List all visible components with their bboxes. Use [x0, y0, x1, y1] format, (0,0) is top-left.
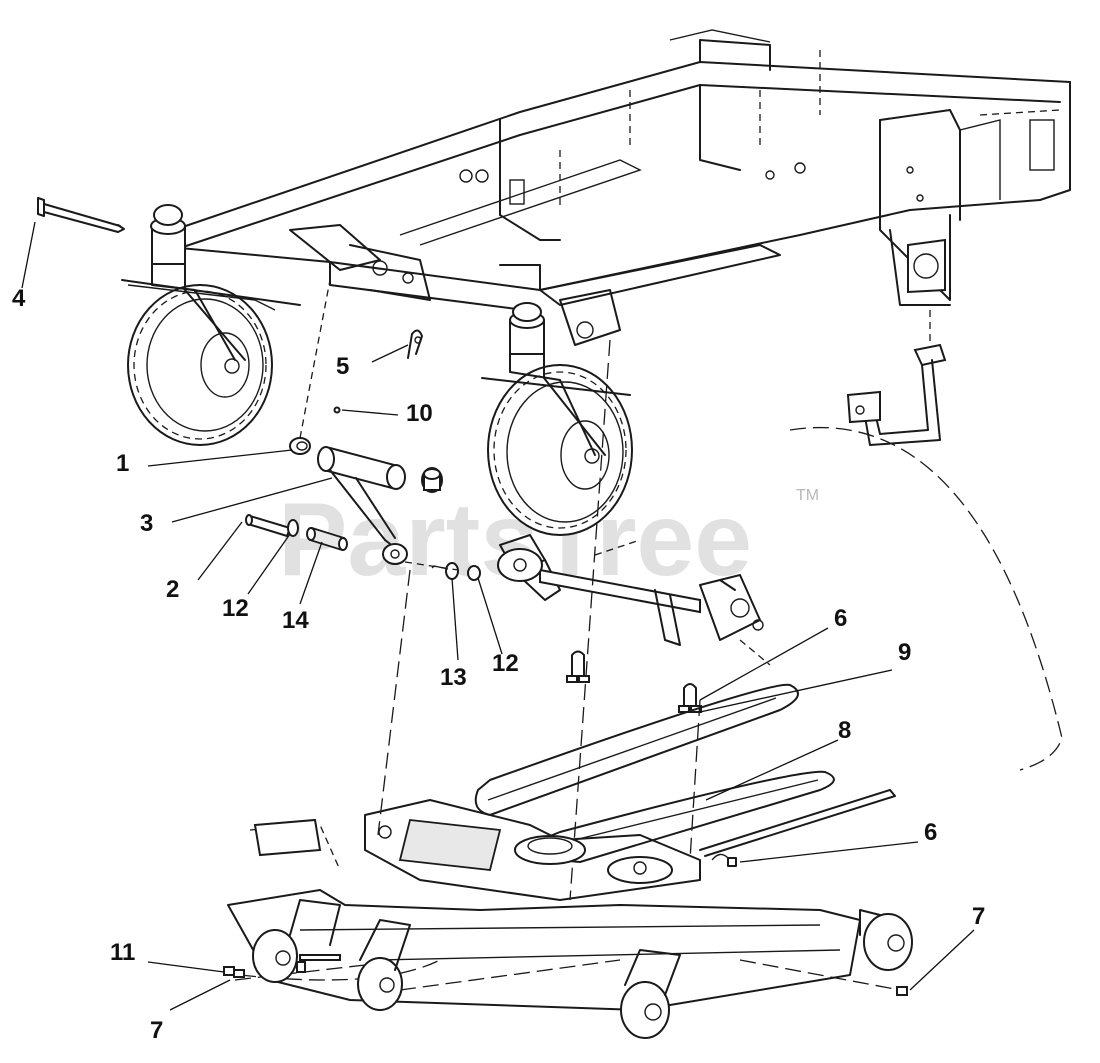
- pto-clutch-assembly: [497, 534, 771, 666]
- callout-12b: 13: [440, 664, 467, 691]
- deck-hardware: [223, 853, 908, 996]
- callout-6b: 6: [924, 819, 937, 846]
- callout-11: 11: [110, 939, 135, 966]
- caster-wheel-left: [121, 204, 301, 446]
- callout-12a: 12: [222, 595, 249, 622]
- callout-leaders: [21, 221, 975, 1011]
- callout-14: 14: [282, 607, 309, 634]
- callout-7a: 7: [150, 1017, 163, 1044]
- callout-6a: 6: [834, 605, 847, 632]
- u-bolts: [566, 650, 702, 713]
- callout-1: 1: [116, 450, 129, 477]
- callout-5: 5: [336, 353, 349, 380]
- pin-part-10: [333, 406, 341, 414]
- callout-3: 3: [140, 510, 153, 537]
- callout-labels: 4 5 10 1 3 2 12 14 13 12 6 9 8 6 7 11 7: [12, 285, 985, 1044]
- callout-7b: 7: [972, 903, 985, 930]
- watermark-trademark: TM: [796, 487, 819, 504]
- mower-deck: [227, 799, 913, 1039]
- caster-wheel-right: [481, 302, 633, 536]
- steering-rod-part-4: [37, 197, 125, 233]
- callout-2: 2: [166, 576, 179, 603]
- callout-10: 10: [406, 400, 433, 427]
- callout-9: 9: [898, 639, 911, 666]
- callout-13: 12: [492, 650, 519, 677]
- tractor-frame: [167, 29, 1071, 346]
- assembly-paths: [234, 339, 1063, 991]
- hairpin-part-5: [407, 329, 423, 359]
- callout-4: 4: [12, 285, 26, 312]
- callout-8: 8: [838, 717, 851, 744]
- lift-bracket: [846, 310, 947, 446]
